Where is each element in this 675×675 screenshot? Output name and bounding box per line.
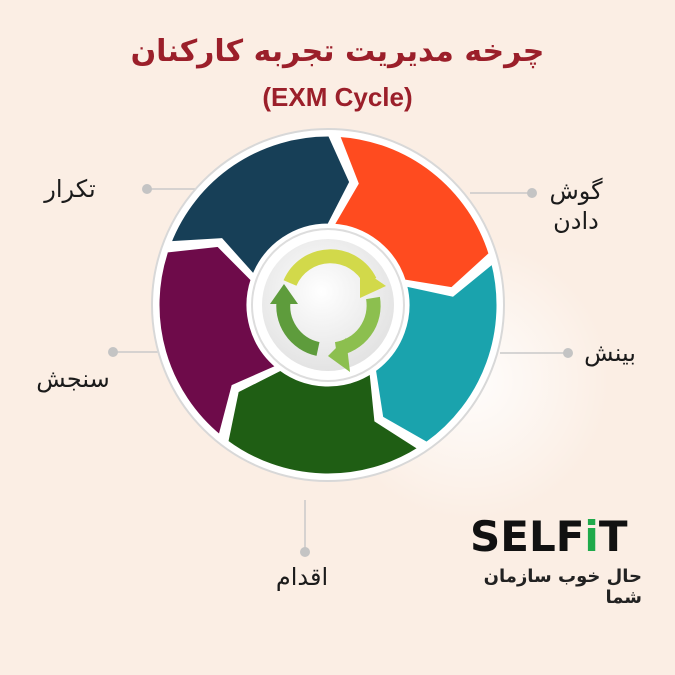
cycle-segments <box>156 133 500 477</box>
stage-label-action: اقدام <box>275 563 329 591</box>
title-line-1: چرخه مدیریت تجربه کارکنان <box>130 34 545 69</box>
stage-label-insight: بینش <box>584 339 636 367</box>
segment-insight <box>372 259 500 446</box>
brand-name-part2: T <box>598 512 628 561</box>
segment-repeat <box>167 133 353 279</box>
title-line-2: (EXM Cycle) <box>262 82 413 112</box>
segment-listen <box>330 133 492 291</box>
stage-label-repeat: تکرار <box>44 175 96 203</box>
stage-label-listen: گوش دادن <box>549 177 603 235</box>
brand-name-i: i <box>584 512 599 561</box>
brand-logo: SELFiT <box>470 512 660 561</box>
brand-tagline: حال خوب سازمان شما <box>483 566 642 608</box>
cycle-arrows-icon <box>270 249 386 372</box>
stage-label-measure: سنجش <box>36 365 110 393</box>
connector-dots <box>108 184 573 557</box>
brand-name-part1: SELF <box>470 512 585 561</box>
segment-measure <box>156 243 280 439</box>
segment-action <box>225 367 423 477</box>
